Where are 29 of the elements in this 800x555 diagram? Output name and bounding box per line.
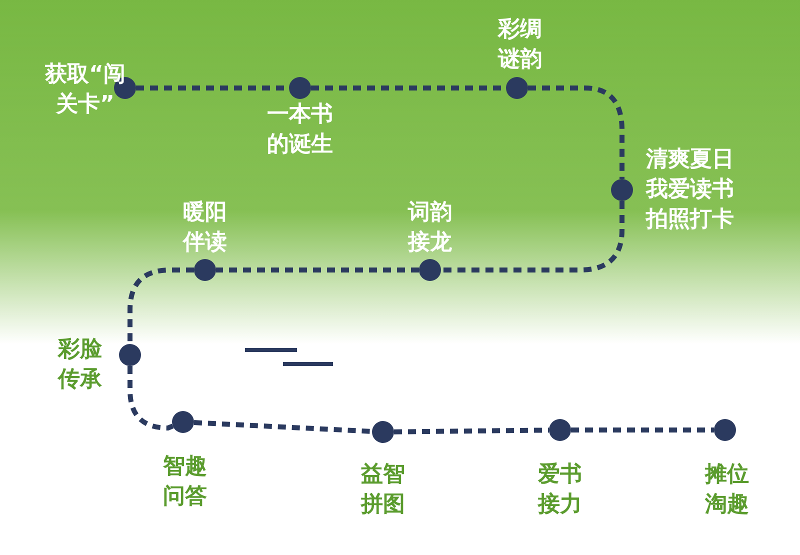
stop-label: 彩脸传承 [58,336,102,394]
dashed-connector [216,268,419,272]
dashed-connector [194,420,372,434]
stop-label: 智趣问答 [163,453,207,511]
timeline-dot [611,179,633,201]
timeline-dot [289,77,311,99]
stop-label: 词韵接龙 [408,199,452,257]
stop-label: 摊位淘趣 [705,461,749,519]
dashed-connector [441,201,624,272]
stop-label: 爱书接力 [538,461,582,519]
timeline-dot [549,419,571,441]
timeline-dot [119,344,141,366]
timeline-dot [194,259,216,281]
dashed-connector [528,86,624,179]
stop-label: 彩绸谜韵 [498,16,542,74]
timeline-dot [172,411,194,433]
stop-label: 清爽夏日我爱读书拍照打卡 [646,146,734,234]
dashed-connector [394,428,550,434]
dashed-connector [128,268,194,344]
stop-label: 益智拼图 [361,461,405,519]
timeline-dot [506,77,528,99]
stop-label: 一本书的诞生 [267,101,333,159]
timeline-dot [372,421,394,443]
timeline-dot [419,259,441,281]
stop-label: 暖阳伴读 [183,199,227,257]
timeline-dot [714,419,736,441]
dashed-connector [571,428,714,432]
dashed-connector [128,366,174,430]
stop-label: 获取“闯关卡” [44,61,126,119]
